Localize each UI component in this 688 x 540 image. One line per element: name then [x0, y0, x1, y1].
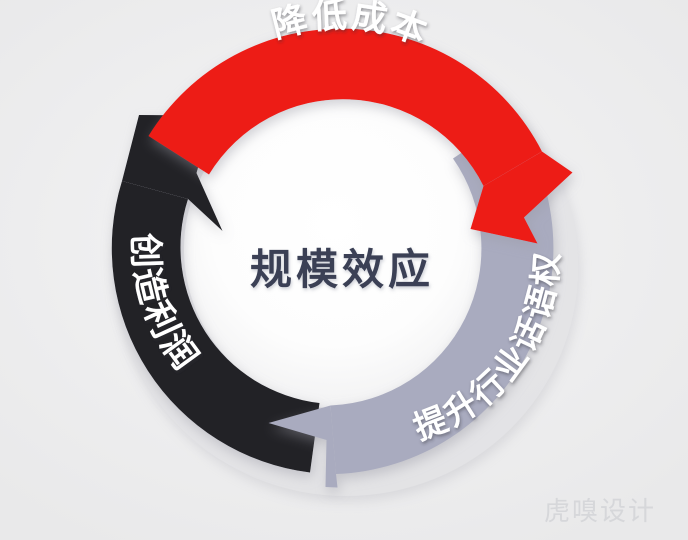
segment-reduce-cost-arrowhead [470, 151, 573, 244]
watermark: 虎嗅设计 [543, 496, 656, 526]
segment-industry-voice-arrowhead [268, 405, 338, 488]
segment-reduce-cost[interactable] [148, 28, 573, 244]
segment-reduce-cost-band [148, 28, 542, 186]
inner-disc [184, 89, 504, 409]
segment-create-profit-band [111, 181, 320, 473]
